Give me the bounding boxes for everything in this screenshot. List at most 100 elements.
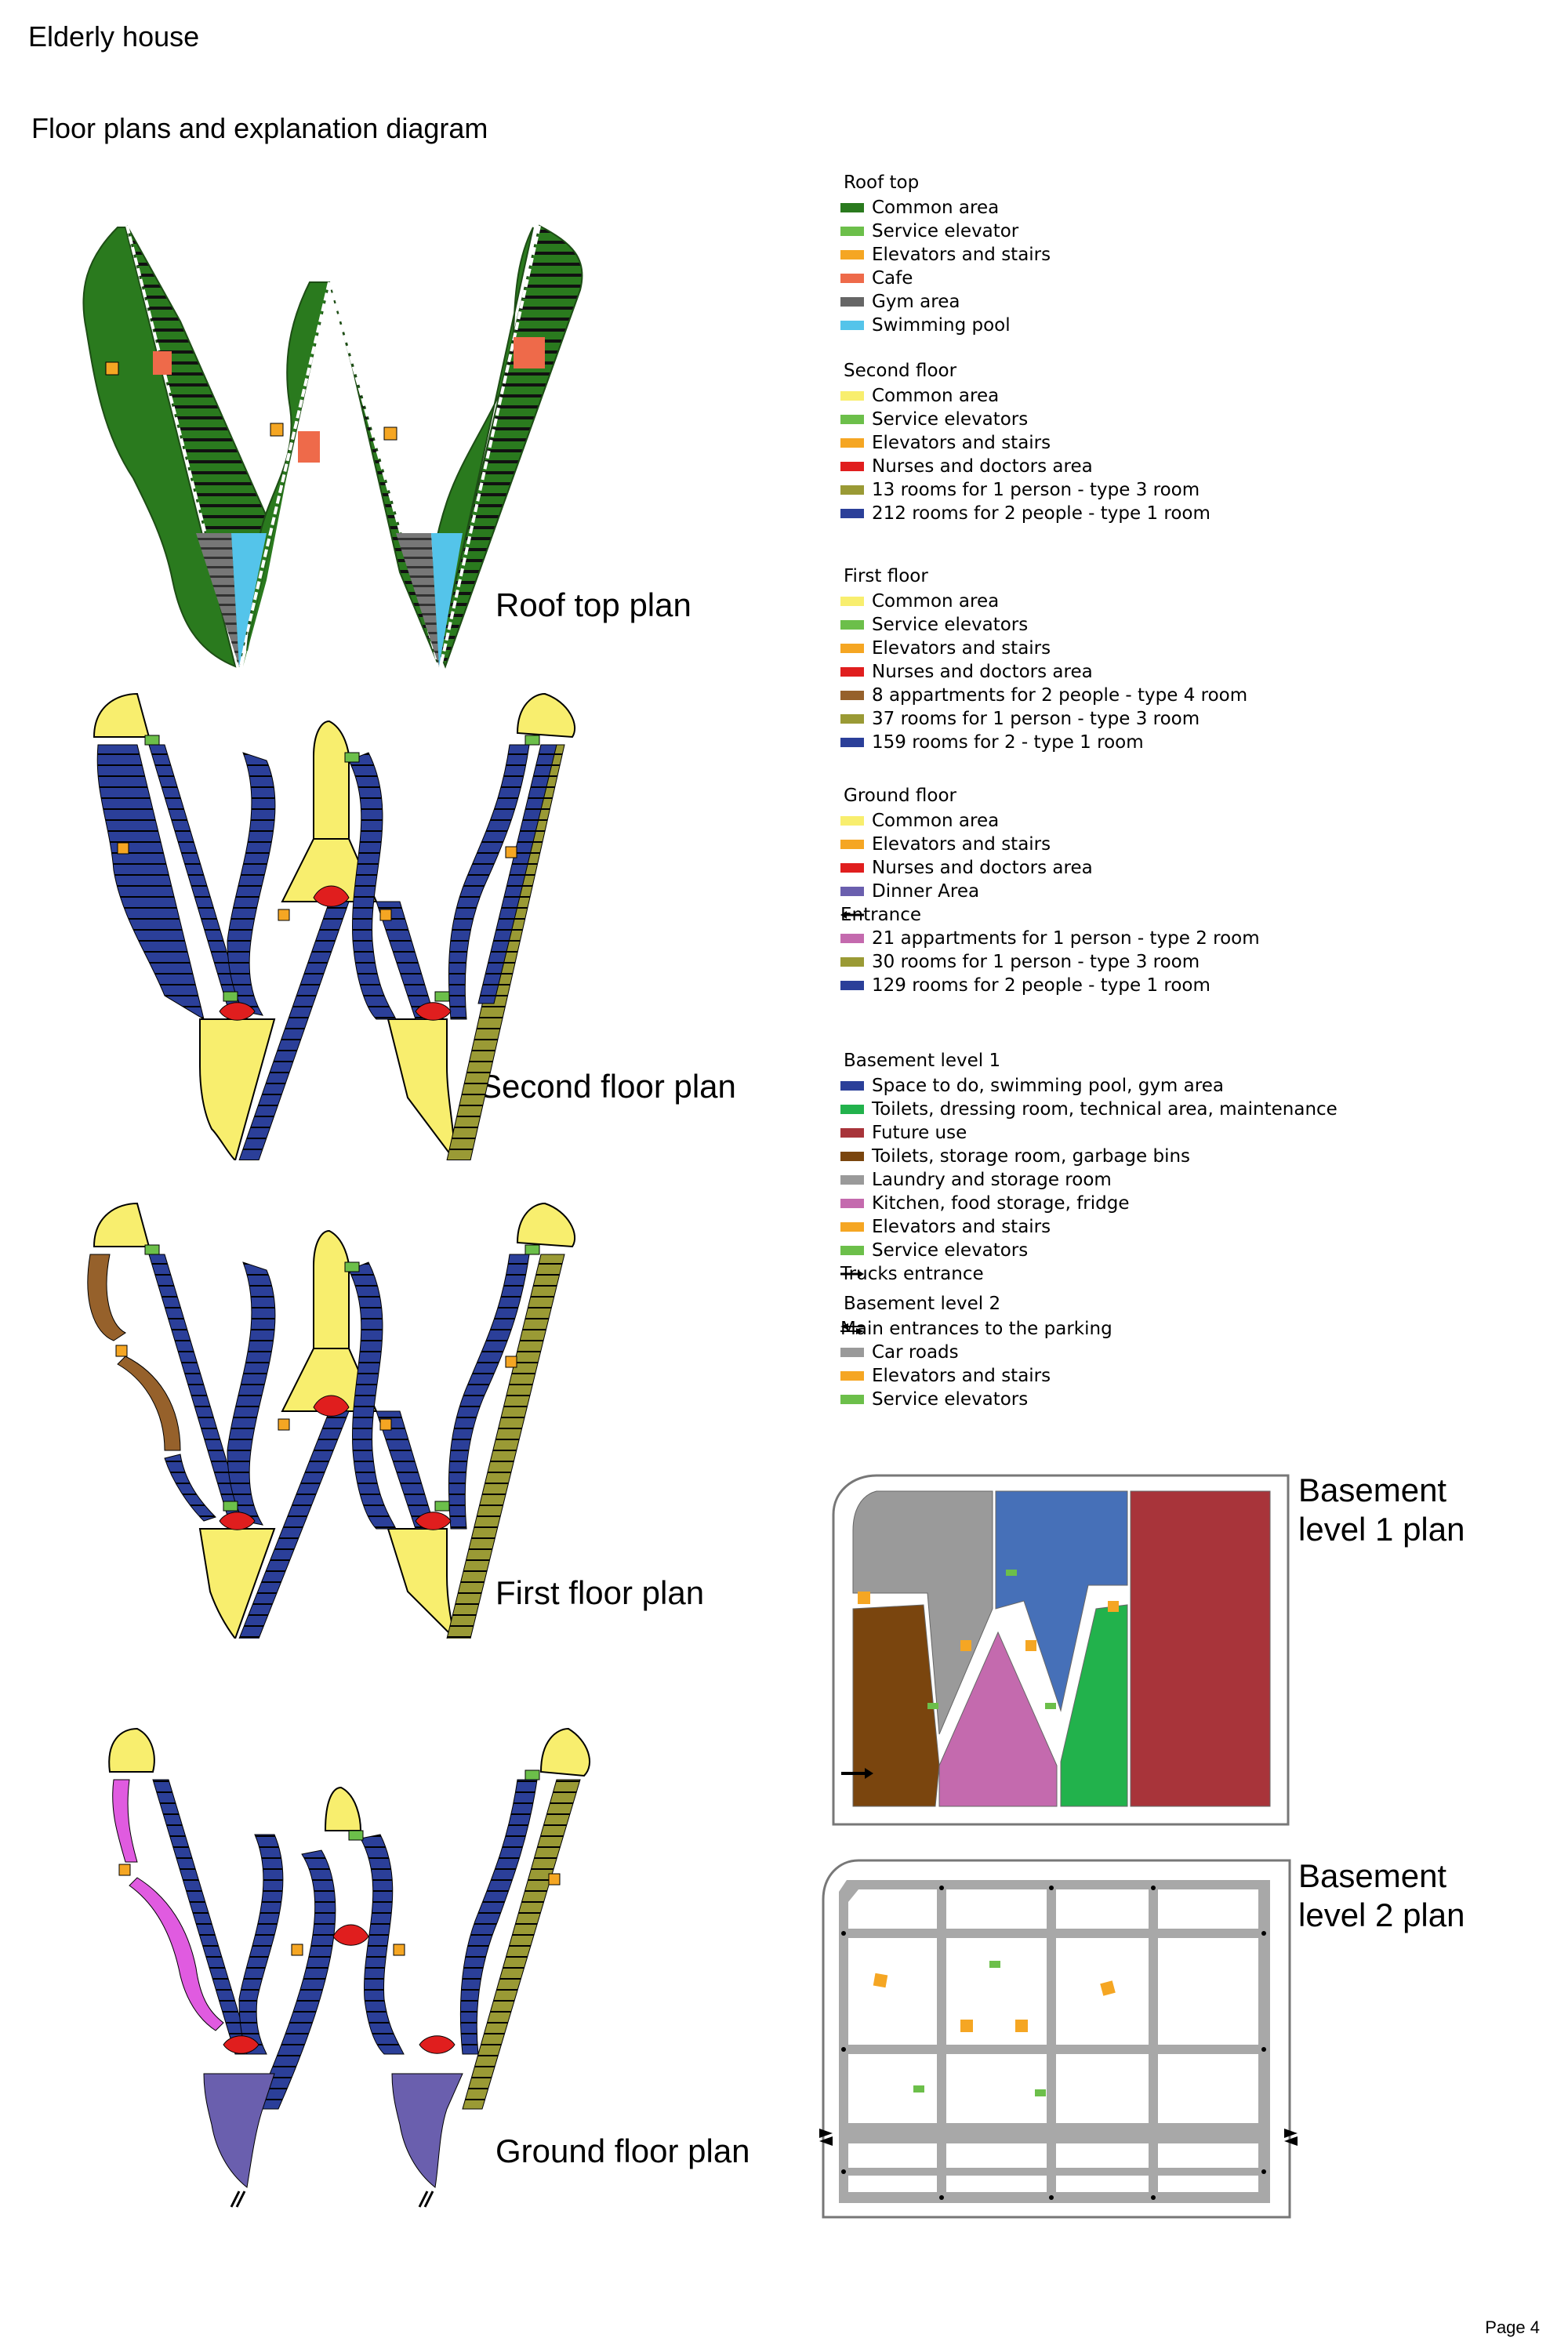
legend-swatch	[840, 415, 864, 424]
legend-label: Elevators and stairs	[872, 1366, 1051, 1386]
legend-item: Future use	[840, 1121, 1338, 1145]
legend-label: 129 rooms for 2 people - type 1 room	[872, 975, 1210, 996]
legend-swatch	[840, 597, 864, 606]
ground-floor-plan	[108, 1727, 591, 2208]
legend-item: 21 appartments for 1 person - type 2 roo…	[840, 927, 1260, 950]
document-title: Elderly house	[28, 20, 200, 53]
legend-item: Elevators and stairs	[840, 833, 1260, 856]
legend-label: Dinner Area	[872, 881, 980, 902]
legend-heading: Ground floor	[844, 786, 956, 806]
legend-item: Laundry and storage room	[840, 1168, 1338, 1192]
legend-item: Dinner Area	[840, 880, 1260, 903]
legend-label: Car roads	[872, 1342, 959, 1363]
legend-item: 212 rooms for 2 people - type 1 room	[840, 502, 1210, 525]
legend-label: Main entrances to the parking	[840, 1319, 1112, 1339]
legend-item: Nurses and doctors area	[840, 856, 1260, 880]
legend-label: Gym area	[872, 292, 960, 312]
legend-swatch	[840, 863, 864, 873]
arrow-icon	[840, 911, 864, 919]
legend-item: 159 rooms for 2 - type 1 room	[840, 731, 1247, 754]
arrow-icon	[840, 1270, 864, 1278]
legend-label: Future use	[872, 1123, 967, 1143]
legend-label: Elevators and stairs	[872, 245, 1051, 265]
legend-swatch	[840, 1105, 864, 1114]
ground-plan-label: Ground floor plan	[495, 2132, 750, 2169]
legend-label: 30 rooms for 1 person - type 3 room	[872, 952, 1200, 972]
legend-label: Elevators and stairs	[872, 834, 1051, 855]
legend-item: Service elevators	[840, 1388, 1112, 1411]
first-floor-plan	[87, 1202, 576, 1639]
legend-item: Common area	[840, 590, 1247, 613]
basement-level-1-plan	[832, 1474, 1290, 1826]
legend-label: Elevators and stairs	[872, 1217, 1051, 1237]
legend-label: Trucks entrance	[840, 1264, 984, 1284]
legend-item: Car roads	[840, 1341, 1112, 1364]
legend-label: Common area	[872, 386, 1000, 406]
legend-item: Entrance	[840, 903, 1260, 927]
legend-swatch	[840, 840, 864, 849]
legend-item: Main entrances to the parking	[840, 1317, 1112, 1341]
legend-label: 21 appartments for 1 person - type 2 roo…	[872, 928, 1260, 949]
legend-swatch	[840, 391, 864, 401]
legend-swatch	[840, 297, 864, 307]
legend-item: Service elevators	[840, 613, 1247, 637]
legend-item: Elevators and stairs	[840, 1215, 1338, 1239]
legend-label: Service elevators	[872, 409, 1029, 430]
legend-label: 37 rooms for 1 person - type 3 room	[872, 709, 1200, 729]
legend-swatch	[840, 321, 864, 330]
legend-label: Toilets, storage room, garbage bins	[872, 1146, 1191, 1167]
legend-label: Swimming pool	[872, 315, 1011, 336]
legend-swatch	[840, 957, 864, 967]
legend-swatch	[840, 816, 864, 826]
legend-swatch	[840, 274, 864, 283]
legend-swatch	[840, 667, 864, 677]
legend-swatch	[840, 691, 864, 700]
legend-swatch	[840, 644, 864, 653]
legend-item: Elevators and stairs	[840, 1364, 1112, 1388]
roof-plan-label: Roof top plan	[495, 586, 691, 623]
first-plan-label: First floor plan	[495, 1574, 705, 1611]
legend-item: Space to do, swimming pool, gym area	[840, 1074, 1338, 1098]
legend-label: Nurses and doctors area	[872, 456, 1093, 477]
legend-label: Service elevators	[872, 1240, 1029, 1261]
legend-swatch	[840, 714, 864, 724]
legend-item: 30 rooms for 1 person - type 3 room	[840, 950, 1260, 974]
legend-label: Elevators and stairs	[872, 638, 1051, 659]
legend-item: 13 rooms for 1 person - type 3 room	[840, 478, 1210, 502]
legend-label: Common area	[872, 591, 1000, 612]
legend-item: Common area	[840, 196, 1051, 220]
legend-label: 212 rooms for 2 people - type 1 room	[872, 503, 1210, 524]
legend-swatch	[840, 485, 864, 495]
legend-label: Common area	[872, 811, 1000, 831]
legend-label: Kitchen, food storage, fridge	[872, 1193, 1130, 1214]
legend-swatch	[840, 1175, 864, 1185]
legend-item: Swimming pool	[840, 314, 1051, 337]
legend-swatch	[840, 462, 864, 471]
legend-item: Common area	[840, 809, 1260, 833]
legend-item: Service elevator	[840, 220, 1051, 243]
legend-swatch	[840, 1246, 864, 1255]
legend-label: Toilets, dressing room, technical area, …	[872, 1099, 1338, 1120]
legend-label: Elevators and stairs	[872, 433, 1051, 453]
basement1-plan-label: Basement level 1 plan	[1298, 1472, 1465, 1548]
document-subtitle: Floor plans and explanation diagram	[31, 112, 488, 144]
page-number: Page 4	[1485, 2318, 1540, 2337]
legend-heading: Basement level 1	[844, 1051, 1001, 1071]
legend-label: Space to do, swimming pool, gym area	[872, 1076, 1224, 1096]
legend-swatch	[840, 1371, 864, 1381]
roof-top-plan	[82, 224, 583, 669]
legend-item: Elevators and stairs	[840, 243, 1051, 267]
legend-swatch	[840, 738, 864, 747]
legend-label: Common area	[872, 198, 1000, 218]
legend-label: Service elevators	[872, 615, 1029, 635]
legend-item: Nurses and doctors area	[840, 660, 1247, 684]
legend-swatch	[840, 887, 864, 896]
legend-item: Toilets, storage room, garbage bins	[840, 1145, 1338, 1168]
legend-swatch	[840, 1199, 864, 1208]
legend-heading: First floor	[844, 566, 928, 586]
legend-label: 13 rooms for 1 person - type 3 room	[872, 480, 1200, 500]
legend-swatch	[840, 509, 864, 518]
legend-heading: Roof top	[844, 172, 920, 193]
legend-item: Gym area	[840, 290, 1051, 314]
